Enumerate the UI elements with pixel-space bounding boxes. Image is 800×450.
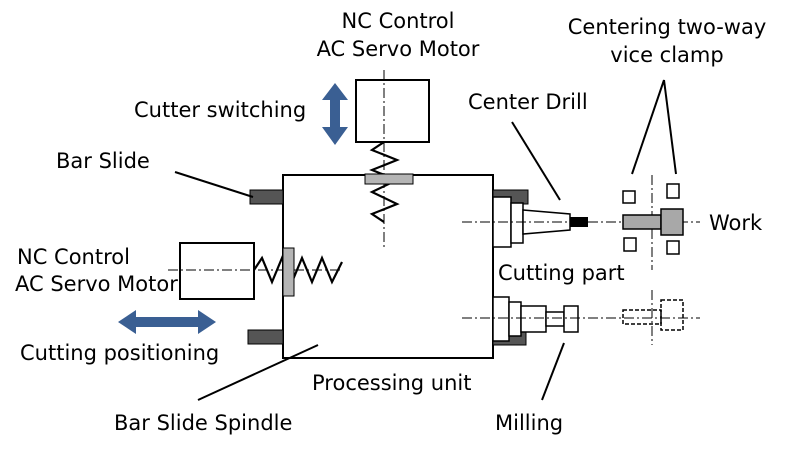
top-spring-plate bbox=[364, 173, 414, 185]
label-processing-unit: Processing unit bbox=[312, 371, 472, 395]
leader-vice-left bbox=[631, 79, 665, 175]
label-nc-servo-left-1: NC Control bbox=[17, 245, 130, 269]
label-center-drill: Center Drill bbox=[468, 90, 588, 114]
bar-slide-block-bottom-left bbox=[247, 329, 284, 345]
label-bar-slide: Bar Slide bbox=[56, 149, 150, 173]
label-nc-servo-top-1: NC Control bbox=[342, 9, 455, 33]
label-work: Work bbox=[709, 211, 763, 235]
left-servo-motor bbox=[179, 242, 255, 300]
leader-lines bbox=[174, 79, 677, 401]
label-cutting-part: Cutting part bbox=[498, 261, 625, 285]
leader-milling bbox=[541, 342, 565, 401]
cutting-positioning-arrow bbox=[118, 310, 216, 334]
label-vice-clamp-1: Centering two-way bbox=[568, 15, 767, 39]
label-cutting-positioning: Cutting positioning bbox=[20, 341, 219, 365]
left-spring-plate bbox=[282, 247, 295, 297]
label-nc-servo-top-2: AC Servo Motor bbox=[317, 37, 480, 61]
leader-processing-unit bbox=[197, 344, 319, 401]
top-servo-motor bbox=[355, 79, 430, 143]
vice-clamp-jaws bbox=[622, 183, 680, 255]
work-piece bbox=[622, 208, 684, 236]
label-vice-clamp-2: vice clamp bbox=[610, 43, 723, 67]
leader-vice-right bbox=[663, 79, 677, 175]
processing-unit-body bbox=[282, 174, 494, 359]
label-cutter-switching: Cutter switching bbox=[134, 98, 306, 122]
work-piece-milling-position bbox=[622, 299, 684, 331]
label-bar-slide-spindle: Bar Slide Spindle bbox=[114, 411, 292, 435]
label-milling: Milling bbox=[495, 411, 563, 435]
leader-center-drill bbox=[511, 121, 561, 201]
left-spring bbox=[253, 255, 343, 285]
milling-assembly bbox=[492, 296, 579, 342]
cutter-switching-arrow bbox=[322, 83, 348, 145]
leader-bar-slide bbox=[174, 171, 254, 198]
bar-slide-block-top-left bbox=[249, 189, 284, 205]
label-nc-servo-left-2: AC Servo Motor bbox=[15, 272, 178, 296]
